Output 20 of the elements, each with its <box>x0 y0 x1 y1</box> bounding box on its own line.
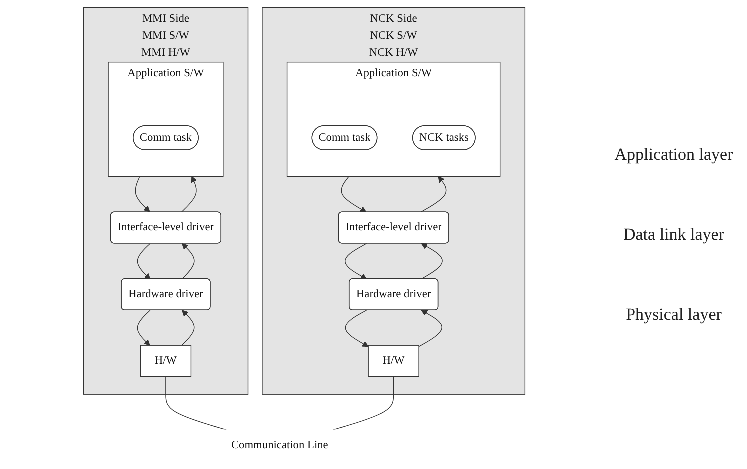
arrow <box>137 243 151 280</box>
node-box: H/W <box>368 345 420 378</box>
arrow <box>418 310 443 348</box>
node-text: Communication Line <box>232 439 328 452</box>
connector <box>332 376 394 430</box>
layer-label: Physical layer <box>625 304 723 324</box>
arrow <box>182 176 198 212</box>
arrow <box>182 243 195 280</box>
arrow <box>420 176 447 212</box>
arrow <box>345 243 368 280</box>
arrow <box>341 176 367 212</box>
arrow <box>135 176 150 212</box>
layer-label: Data link layer <box>622 224 726 244</box>
connector <box>166 376 227 430</box>
arrow <box>182 310 195 346</box>
layer-label: Application layer <box>614 144 734 164</box>
arrow <box>421 243 443 280</box>
arrow <box>345 310 369 348</box>
arrow <box>137 310 151 346</box>
node-box: H/W <box>140 345 192 378</box>
